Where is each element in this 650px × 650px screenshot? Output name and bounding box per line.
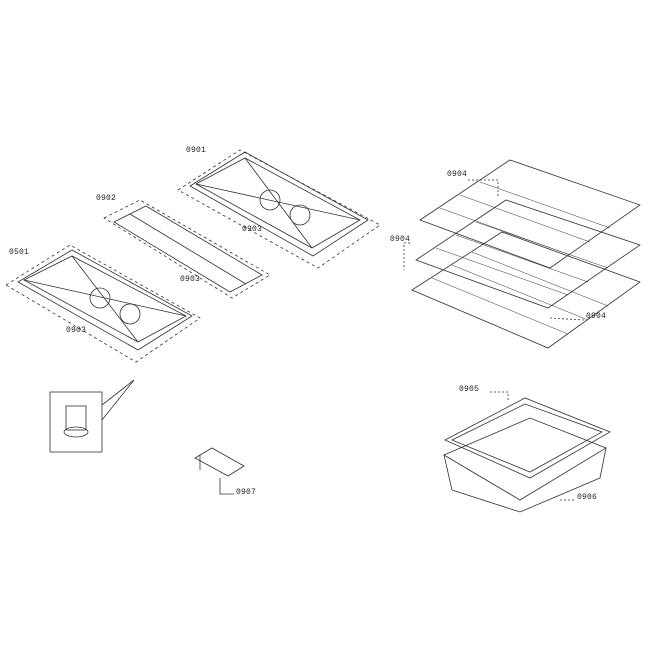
grate-center xyxy=(103,199,271,299)
bracket xyxy=(194,447,245,495)
label-rack-bottom: 0904 xyxy=(586,312,607,321)
label-grate-center: 0902 xyxy=(96,194,117,203)
label-cap-center: 0903 xyxy=(180,275,201,284)
label-rack-mid: 0904 xyxy=(390,235,411,244)
label-cap-left: 0903 xyxy=(66,326,87,335)
label-bracket: 0907 xyxy=(236,488,257,497)
label-grate-left: 0501 xyxy=(9,248,30,257)
label-broiler-insert: 0905 xyxy=(459,385,480,394)
knob-inset xyxy=(49,379,135,453)
oven-racks xyxy=(403,159,641,349)
label-cap-right: 0903 xyxy=(242,225,263,234)
label-grate-right: 0901 xyxy=(186,146,207,155)
grate-left xyxy=(5,244,201,363)
label-broiler-pan: 0906 xyxy=(577,493,598,502)
broiler-pan xyxy=(443,391,611,513)
label-rack-top: 0904 xyxy=(447,170,468,179)
grate-right xyxy=(177,149,381,269)
